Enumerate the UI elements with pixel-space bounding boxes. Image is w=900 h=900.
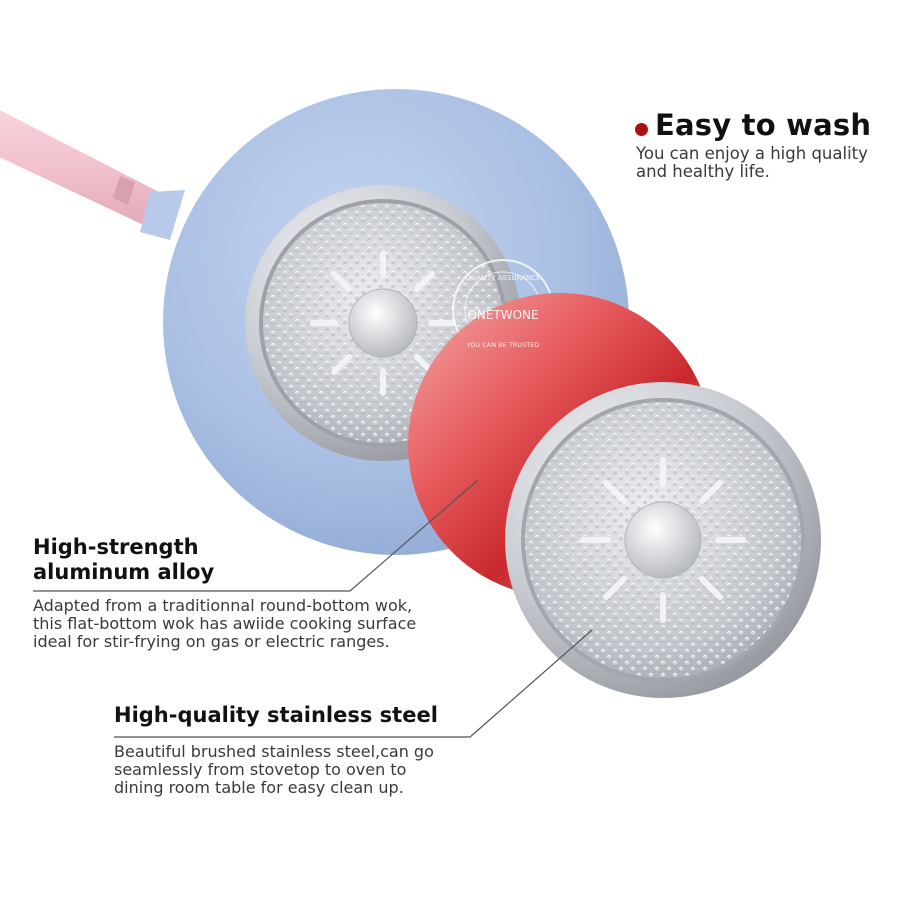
feature-description-wash: You can enjoy a high quality and healthy… [636,144,868,181]
watermark-ring-bottom-text: YOU CAN BE TRUSTED [466,341,540,349]
feature-description-alloy: Adapted from a traditionnal round-bottom… [33,596,417,651]
wok-handle [0,110,185,240]
feature-title-wash: Easy to wash [655,108,872,142]
stainless-steel-disc [505,382,821,698]
watermark-brand-text: ONETWONE [467,308,538,322]
watermark-ring-top-text: QUALITY ASSURANCE [466,274,541,282]
feature-title-alloy: High-strength aluminum alloy [33,535,215,584]
feature-description-steel: Beautiful brushed stainless steel,can go… [114,742,434,797]
bullet-dot-icon [635,123,648,136]
feature-title-steel: High-quality stainless steel [114,703,438,727]
steel-callout-line [114,629,593,738]
alloy-callout-line [33,479,479,592]
